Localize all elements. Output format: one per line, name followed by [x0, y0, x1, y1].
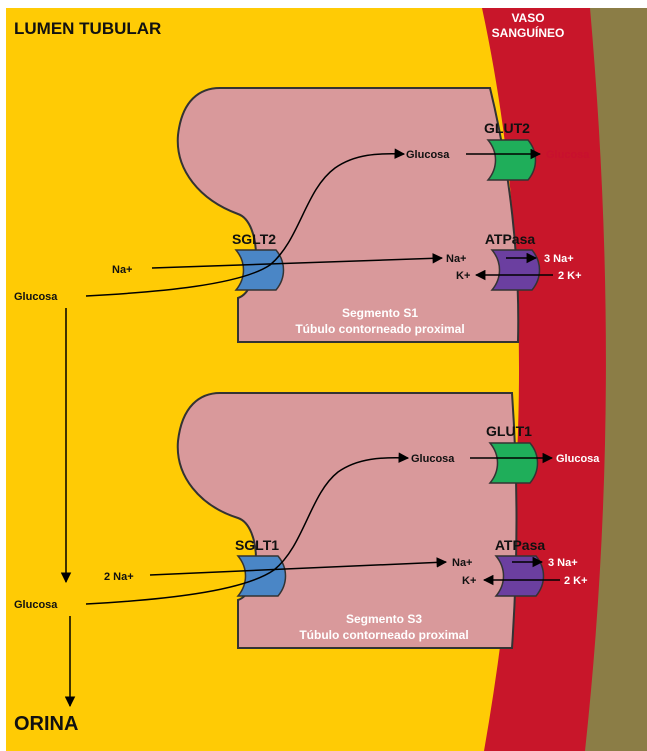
glut1-transporter: [490, 443, 538, 483]
glut2-transporter: [488, 140, 536, 180]
sglt2-label: SGLT2: [232, 231, 276, 247]
na-out-label-s1: 3 Na+: [544, 253, 574, 265]
glut2-label: GLUT2: [484, 120, 530, 136]
glucose-inside-label-s1: Glucosa: [406, 149, 450, 161]
lumen-label: LUMEN TUBULAR: [14, 19, 161, 38]
urine-label: ORINA: [14, 713, 78, 735]
k-out-label-s3: 2 K+: [564, 575, 588, 587]
na-in-label-s3: 2 Na+: [104, 571, 134, 583]
segment-desc-s1: Túbulo contorneado proximal: [295, 322, 464, 336]
na-inside-label-s1: Na+: [446, 253, 467, 265]
na-out-label-s3: 3 Na+: [548, 557, 578, 569]
segment-name-s3: Segmento S3: [346, 612, 422, 626]
glucose-out-label-s3: Glucosa: [556, 453, 600, 465]
glucose-inside-label-s3: Glucosa: [411, 453, 455, 465]
vessel-label-line1: VASO: [511, 11, 544, 25]
glucose-out-label-s1: Glucosa: [546, 149, 590, 161]
glut1-label: GLUT1: [486, 423, 532, 439]
k-inside-label-s3: K+: [462, 575, 476, 587]
k-inside-label-s1: K+: [456, 270, 470, 282]
glucose-lumen-label-bottom: Glucosa: [14, 599, 58, 611]
k-out-label-s1: 2 K+: [558, 270, 582, 282]
sglt1-label: SGLT1: [235, 537, 279, 553]
vessel-label-line2: SANGUÍNEO: [492, 25, 565, 40]
na-inside-label-s3: Na+: [452, 557, 473, 569]
segment-desc-s3: Túbulo contorneado proximal: [299, 628, 468, 642]
glucose-lumen-label-top: Glucosa: [14, 291, 58, 303]
segment-name-s1: Segmento S1: [342, 306, 418, 320]
na-in-label-s1: Na+: [112, 264, 133, 276]
atpasa-label-s1: ATPasa: [485, 231, 536, 247]
atpasa-label-s3: ATPasa: [495, 537, 546, 553]
atpasa-pump-s1: [492, 250, 540, 290]
